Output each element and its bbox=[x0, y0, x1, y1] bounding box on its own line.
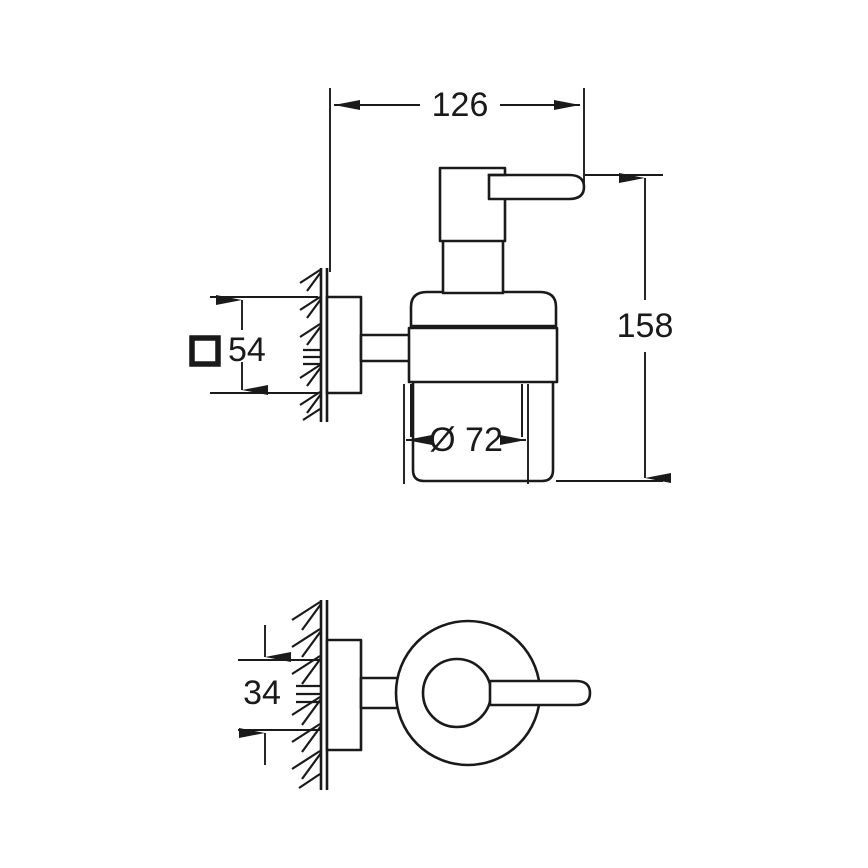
dimension-label-72: Ø 72 bbox=[429, 421, 503, 459]
dimension-label-126: 126 bbox=[432, 86, 489, 124]
dispenser-collar bbox=[409, 290, 558, 328]
pump-lever-plan bbox=[488, 679, 592, 707]
wall-section-plan bbox=[291, 600, 329, 790]
elevation-view: 126 158 54 bbox=[189, 86, 674, 484]
wall-section-elevation bbox=[299, 268, 329, 422]
dimension-label-54: 54 bbox=[228, 331, 266, 369]
dimension-72: Ø 72 bbox=[403, 384, 529, 484]
bottle-inner-circle bbox=[421, 657, 493, 729]
soap-bottle-body bbox=[411, 382, 555, 483]
dimension-label-34: 34 bbox=[243, 674, 281, 712]
pump-head bbox=[438, 166, 507, 243]
dimension-34: 34 bbox=[238, 625, 321, 765]
wall-plate-elevation bbox=[325, 295, 363, 395]
pump-lever-elevation bbox=[487, 173, 586, 201]
wall-plate-plan bbox=[325, 638, 363, 752]
dimension-158: 158 bbox=[556, 173, 674, 483]
dimension-54: 54 bbox=[189, 295, 318, 395]
dimension-label-158: 158 bbox=[617, 307, 674, 345]
support-arm-elevation bbox=[359, 333, 415, 363]
dimension-126: 126 bbox=[329, 86, 585, 272]
pump-neck bbox=[441, 238, 505, 295]
plan-view: 34 bbox=[238, 600, 592, 790]
holder-ring-band bbox=[407, 326, 559, 384]
square-symbol-icon bbox=[189, 335, 221, 367]
